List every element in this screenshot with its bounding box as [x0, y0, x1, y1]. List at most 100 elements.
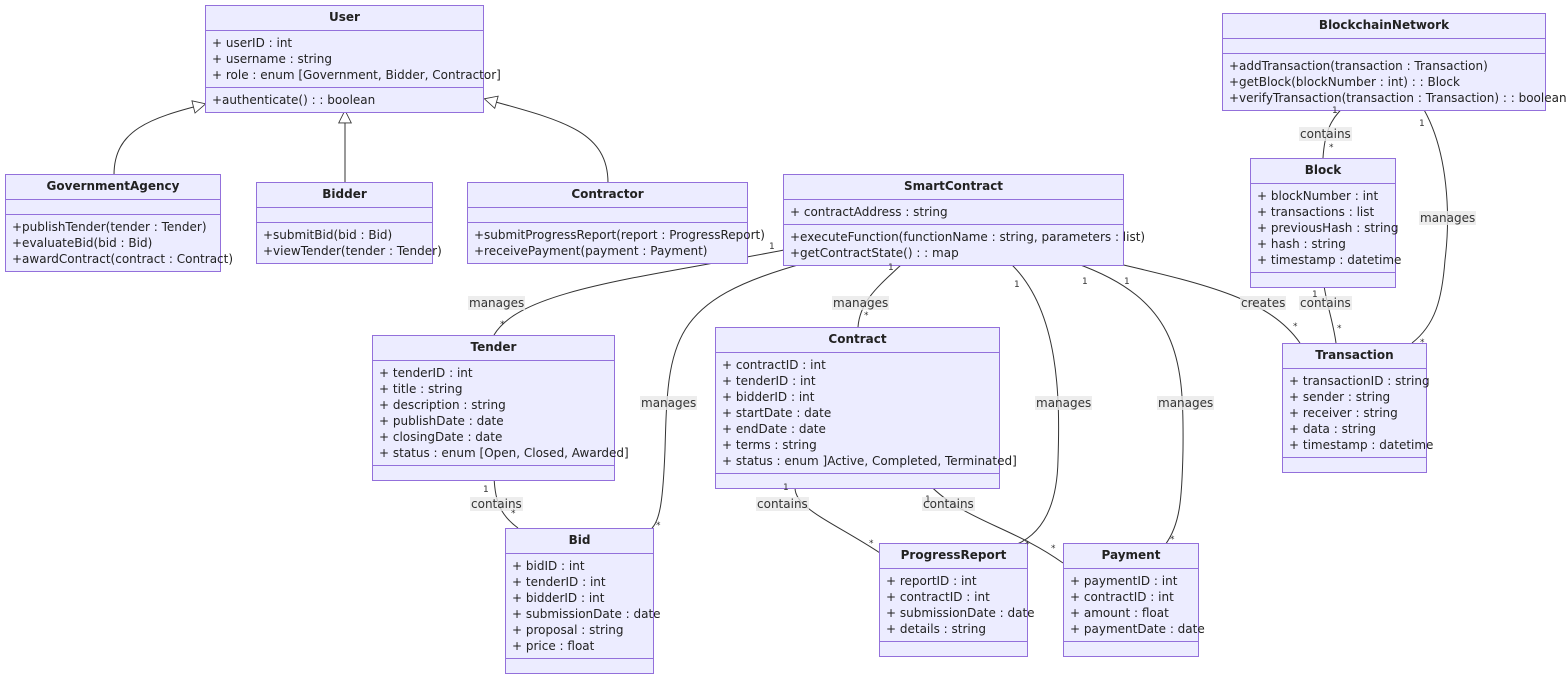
class-contract-attributes: + contractID : int + tenderID : int + bi… [716, 353, 1017, 474]
edge-contract-payment [924, 479, 1064, 564]
label-sc-progress: manages [1035, 396, 1093, 410]
attribute: + status : enum ]Active, Completed, Term… [722, 454, 1017, 468]
class-progress-report-name: ProgressReport [880, 544, 1027, 569]
attribute: + userID : int [212, 36, 293, 50]
class-transaction-methods [1283, 458, 1426, 472]
class-bidder: Bidder +submitBid(bid : Bid) +viewTender… [256, 182, 442, 264]
attribute: + submissionDate : date [512, 607, 661, 621]
attribute: + blockNumber : int [1257, 189, 1379, 203]
class-bid: Bid + bidID : int + tenderID : int + bid… [505, 528, 661, 674]
edge-sc-transaction [1114, 262, 1301, 344]
class-user: User + userID : int + username : string … [205, 5, 501, 113]
attribute: + endDate : date [722, 422, 826, 436]
class-blockchain-network: BlockchainNetwork +addTransaction(transa… [1222, 13, 1567, 111]
card-tender-bid-to: * [511, 509, 516, 519]
attribute: + contractID : int [1070, 590, 1174, 604]
class-smart-contract-name: SmartContract [784, 175, 1123, 200]
class-payment-attributes: + paymentID : int + contractID : int + a… [1064, 569, 1205, 642]
card-sc-payment-from: 1 [1082, 277, 1088, 287]
method: +submitProgressReport(report : ProgressR… [474, 228, 765, 242]
class-user-methods: +authenticate() : : boolean [206, 88, 483, 112]
method: +evaluateBid(bid : Bid) [12, 236, 153, 250]
class-contract-name: Contract [716, 328, 999, 353]
attribute: + description : string [379, 398, 506, 412]
method: +publishTender(tender : Tender) [12, 220, 207, 234]
method: +authenticate() : : boolean [212, 93, 376, 107]
class-smart-contract: SmartContract + contractAddress : string… [783, 174, 1145, 266]
attribute: + status : enum [Open, Closed, Awarded] [379, 446, 629, 460]
attribute: + previousHash : string [1257, 221, 1399, 235]
label-bn-transaction: manages [1419, 211, 1477, 225]
class-bid-name: Bid [506, 529, 653, 554]
card-bn-block-from: 1 [1332, 106, 1338, 116]
class-block-name: Block [1251, 159, 1395, 184]
class-contractor-methods: +submitProgressReport(report : ProgressR… [468, 223, 765, 263]
class-contractor-attributes [468, 208, 747, 223]
attribute: + terms : string [722, 438, 817, 452]
class-transaction-name: Transaction [1283, 344, 1426, 369]
class-blockchain-network-name: BlockchainNetwork [1223, 14, 1545, 39]
class-contractor: Contractor +submitProgressReport(report … [467, 182, 765, 264]
card-bn-block-to: * [1329, 143, 1334, 153]
card-contract-progress-to: * [869, 539, 874, 549]
class-bid-attributes: + bidID : int + tenderID : int + bidderI… [506, 554, 661, 659]
card-block-transaction-from: 1 [1312, 290, 1318, 300]
edge-sc-payment [1074, 262, 1184, 546]
class-progress-report-methods [880, 642, 1027, 656]
label-sc-bid: manages [640, 396, 698, 410]
edge-contract-progress [794, 479, 881, 554]
class-transaction: Transaction + transactionID : string + s… [1282, 343, 1434, 473]
label-block-transaction: contains [1299, 296, 1352, 310]
attribute: + proposal : string [512, 623, 624, 637]
card-sc-transaction-to: * [1293, 322, 1298, 332]
card-block-transaction-to: * [1337, 324, 1342, 334]
class-payment: Payment + paymentID : int + contractID :… [1063, 543, 1205, 657]
attribute: + receiver : string [1289, 406, 1398, 420]
card-sc-progress-to: * [1025, 540, 1030, 550]
class-government-agency: GovernmentAgency +publishTender(tender :… [5, 174, 233, 272]
label-tender-bid: contains [470, 497, 523, 511]
card-sc-progress-from: 1 [1014, 280, 1020, 290]
method: +getContractState() : : map [790, 246, 959, 260]
attribute: + tenderID : int [512, 575, 606, 589]
card-contract-progress-from: 1 [783, 483, 789, 493]
attribute: + publishDate : date [379, 414, 504, 428]
edge-inh-contractor [485, 99, 609, 184]
attribute: + bidID : int [512, 559, 585, 573]
attribute: + paymentDate : date [1070, 622, 1205, 636]
attribute: + title : string [379, 382, 463, 396]
class-block-methods [1251, 273, 1395, 287]
label-sc-transaction: creates [1240, 296, 1287, 310]
class-bidder-methods: +submitBid(bid : Bid) +viewTender(tender… [257, 223, 442, 263]
class-user-name: User [206, 6, 483, 31]
class-smart-contract-methods: +executeFunction(functionName : string, … [784, 225, 1145, 265]
label-sc-contract: manages [832, 296, 890, 310]
card-sc-contract-from: 1 [888, 263, 894, 273]
label-bn-block: contains [1299, 127, 1352, 141]
class-transaction-attributes: + transactionID : string + sender : stri… [1283, 369, 1434, 458]
class-government-agency-methods: +publishTender(tender : Tender) +evaluat… [6, 215, 233, 271]
attribute: + amount : float [1070, 606, 1169, 620]
card-sc-tender-from: 1 [769, 242, 775, 252]
label-contract-progress: contains [756, 497, 809, 511]
method: +verifyTransaction(transaction : Transac… [1229, 91, 1567, 105]
attribute: + paymentID : int [1070, 574, 1178, 588]
card-contract-payment-from: 1 [925, 495, 931, 505]
class-bidder-attributes [257, 208, 432, 223]
attribute: + contractID : int [722, 358, 826, 372]
attribute: + hash : string [1257, 237, 1346, 251]
attribute: + transactionID : string [1289, 374, 1430, 388]
class-government-agency-attributes [6, 200, 220, 215]
card-bn-transaction-to: * [1420, 338, 1425, 348]
class-block-attributes: + blockNumber : int + transactions : lis… [1251, 184, 1401, 273]
class-blockchain-network-methods: +addTransaction(transaction : Transactio… [1223, 54, 1567, 110]
attribute: + tenderID : int [722, 374, 816, 388]
class-tender-methods [373, 466, 614, 480]
attribute: + transactions : list [1257, 205, 1375, 219]
attribute: + tenderID : int [379, 366, 473, 380]
attribute: + timestamp : datetime [1289, 438, 1434, 452]
method: +getBlock(blockNumber : int) : : Block [1229, 75, 1460, 89]
attribute: + contractID : int [886, 590, 990, 604]
class-government-agency-name: GovernmentAgency [6, 175, 220, 200]
attribute: + bidderID : int [512, 591, 605, 605]
